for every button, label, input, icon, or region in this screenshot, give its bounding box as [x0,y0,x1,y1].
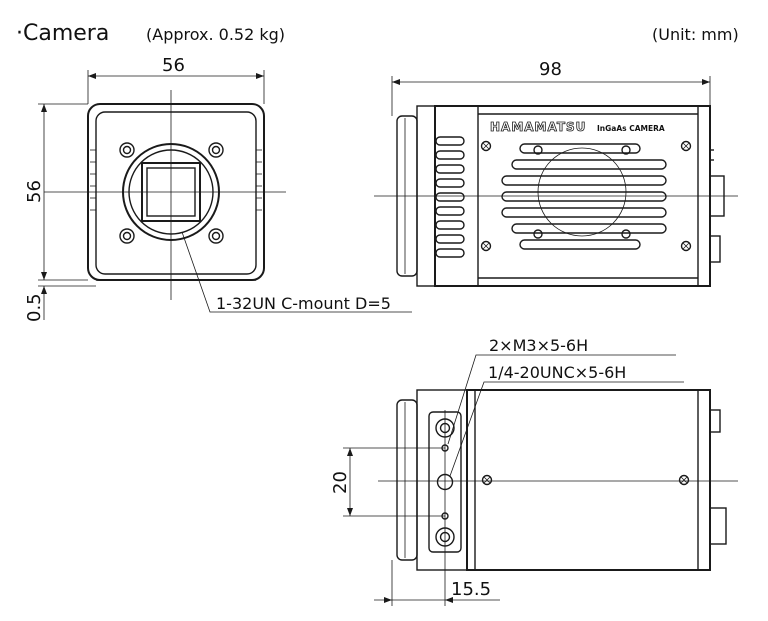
front-screw-top-right [208,142,224,158]
front-width-value: 56 [162,55,185,76]
side-screw-bottom-right [680,240,692,252]
c-mount-leader [181,231,412,313]
bottom-body-outline [466,389,711,571]
side-length-value: 98 [539,59,562,80]
side-rear-port [709,235,721,263]
side-screw-bottom-left [480,240,492,252]
front-screw-bottom-right [208,228,224,244]
unit-note: (Unit: mm) [652,25,739,44]
side-cooling-fins [435,136,465,258]
tripod-hole-leader [449,381,684,477]
front-side-grooves [90,149,262,211]
side-vent-slots [501,143,667,250]
front-height-value: 56 [24,180,45,203]
side-screw-top-left [480,140,492,152]
bottom-front-plate [416,389,468,571]
front-face-outline [95,111,257,275]
bottom-lens-flange [396,399,418,561]
tripod-hole-label: 1/4-20UNC×5-6H [488,363,626,382]
bottom-rear-connector [709,507,727,545]
front-base-value: 0.5 [24,293,45,322]
side-view: HAMAMATSU InGaAs CAMERA [374,59,738,287]
bottom-screw-left [481,474,493,486]
front-screw-top-left [119,142,135,158]
side-fan-brackets [533,145,631,239]
hole-spacing-value: 20 [330,471,351,494]
drawing-title: ·Camera [16,21,109,46]
side-model-text: InGaAs CAMERA [597,124,665,133]
bottom-rear-port-top [709,409,721,433]
side-screw-top-right [680,140,692,152]
m3-holes-leader [447,354,676,445]
front-screw-bottom-left [119,228,135,244]
side-brand-text: HAMAMATSU [490,120,586,134]
m3-holes-label: 2×M3×5-6H [489,336,588,355]
weight-note: (Approx. 0.52 kg) [146,25,285,44]
front-view: 56 56 0.5 1-32UN C-mount D=5 [24,55,412,322]
tripod-offset-value: 15.5 [451,579,491,600]
c-mount-label: 1-32UN C-mount D=5 [216,294,391,313]
bottom-view: 2×M3×5-6H 1/4-20UNC×5-6H 20 15.5 [330,336,738,606]
bottom-screw-right [678,474,690,486]
